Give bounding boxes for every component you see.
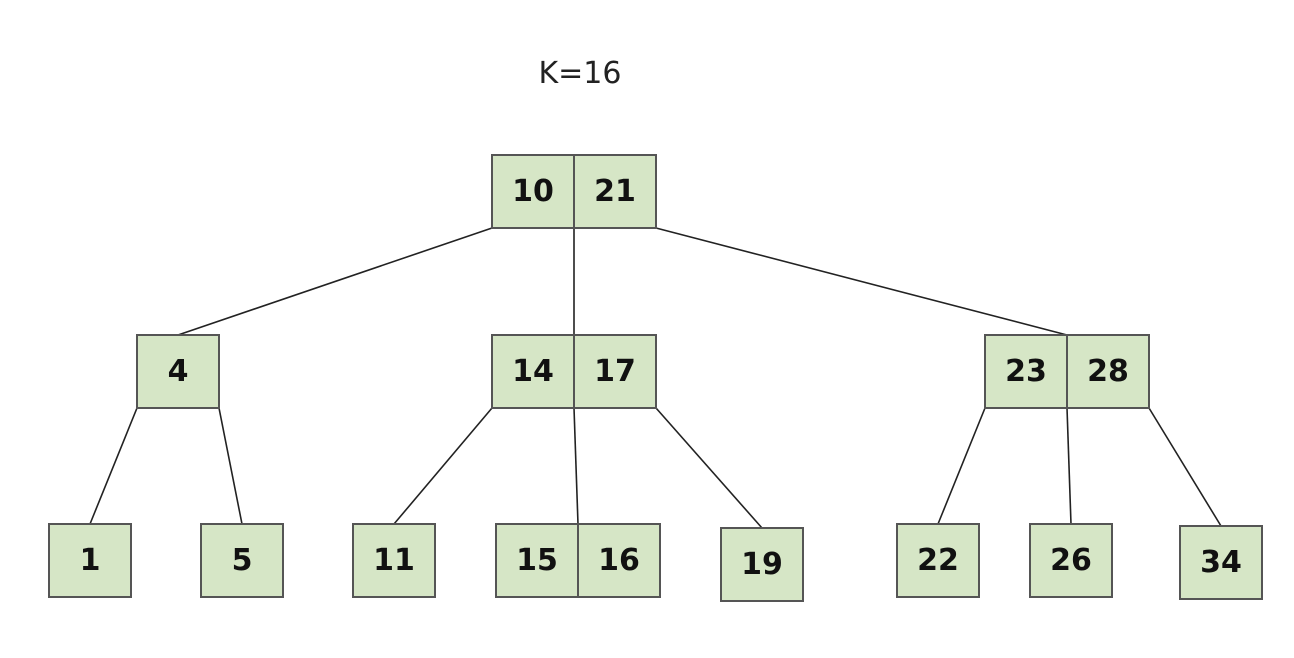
tree-node-root: 10 21 bbox=[491, 154, 657, 229]
tree-node-n5: 5 bbox=[200, 523, 284, 598]
tree-node-n22: 22 bbox=[896, 523, 980, 598]
edges-layer bbox=[89, 227, 1222, 529]
edge-root-to-n4 bbox=[177, 227, 493, 336]
tree-node-n34: 34 bbox=[1179, 525, 1263, 600]
key-cell bbox=[352, 523, 436, 598]
tree-node-n14-17: 14 17 bbox=[491, 334, 657, 409]
key-label: 19 bbox=[741, 547, 783, 582]
edge-n14-17-to-n11 bbox=[393, 407, 493, 525]
key-cell bbox=[577, 523, 661, 598]
edge-n23-28-to-n26 bbox=[1066, 407, 1072, 525]
key-cell bbox=[495, 523, 579, 598]
key-label: 28 bbox=[1087, 354, 1129, 389]
key-cell bbox=[48, 523, 132, 598]
edge-n4-to-n1 bbox=[89, 407, 138, 525]
key-cell bbox=[1029, 523, 1113, 598]
key-label: 5 bbox=[232, 543, 253, 578]
key-label: 23 bbox=[1005, 354, 1047, 389]
key-cell bbox=[200, 523, 284, 598]
edge-n23-28-to-n34 bbox=[1148, 407, 1222, 527]
search-key-label: K=16 bbox=[538, 56, 622, 91]
key-label: 15 bbox=[516, 543, 558, 578]
key-label: 11 bbox=[373, 543, 415, 578]
key-cell bbox=[136, 334, 220, 409]
key-cell bbox=[984, 334, 1068, 409]
key-label: 34 bbox=[1200, 545, 1242, 580]
edge-n14-17-to-n19 bbox=[655, 407, 763, 529]
tree-node-n11: 11 bbox=[352, 523, 436, 598]
edge-n23-28-to-n22 bbox=[937, 407, 986, 525]
tree-node-n4: 4 bbox=[136, 334, 220, 409]
key-label: 1 bbox=[80, 543, 101, 578]
key-label: 17 bbox=[594, 354, 636, 389]
key-cell bbox=[573, 154, 657, 229]
key-label: 16 bbox=[598, 543, 640, 578]
key-label: 4 bbox=[168, 354, 189, 389]
tree-node-n23-28: 23 28 bbox=[984, 334, 1150, 409]
edge-n4-to-n5 bbox=[218, 407, 243, 525]
key-label: 26 bbox=[1050, 543, 1092, 578]
key-cell bbox=[1066, 334, 1150, 409]
tree-node-n19: 19 bbox=[720, 527, 804, 602]
edge-n14-17-to-n15-16 bbox=[573, 407, 579, 525]
key-cell bbox=[896, 523, 980, 598]
key-cell bbox=[720, 527, 804, 602]
key-label: 10 bbox=[512, 174, 554, 209]
tree-node-n26: 26 bbox=[1029, 523, 1113, 598]
key-cell bbox=[573, 334, 657, 409]
key-label: 21 bbox=[594, 174, 636, 209]
tree-node-n1: 1 bbox=[48, 523, 132, 598]
key-label: 14 bbox=[512, 354, 554, 389]
key-label: 22 bbox=[917, 543, 959, 578]
edge-root-to-n23-28 bbox=[655, 227, 1068, 336]
key-cell bbox=[1179, 525, 1263, 600]
